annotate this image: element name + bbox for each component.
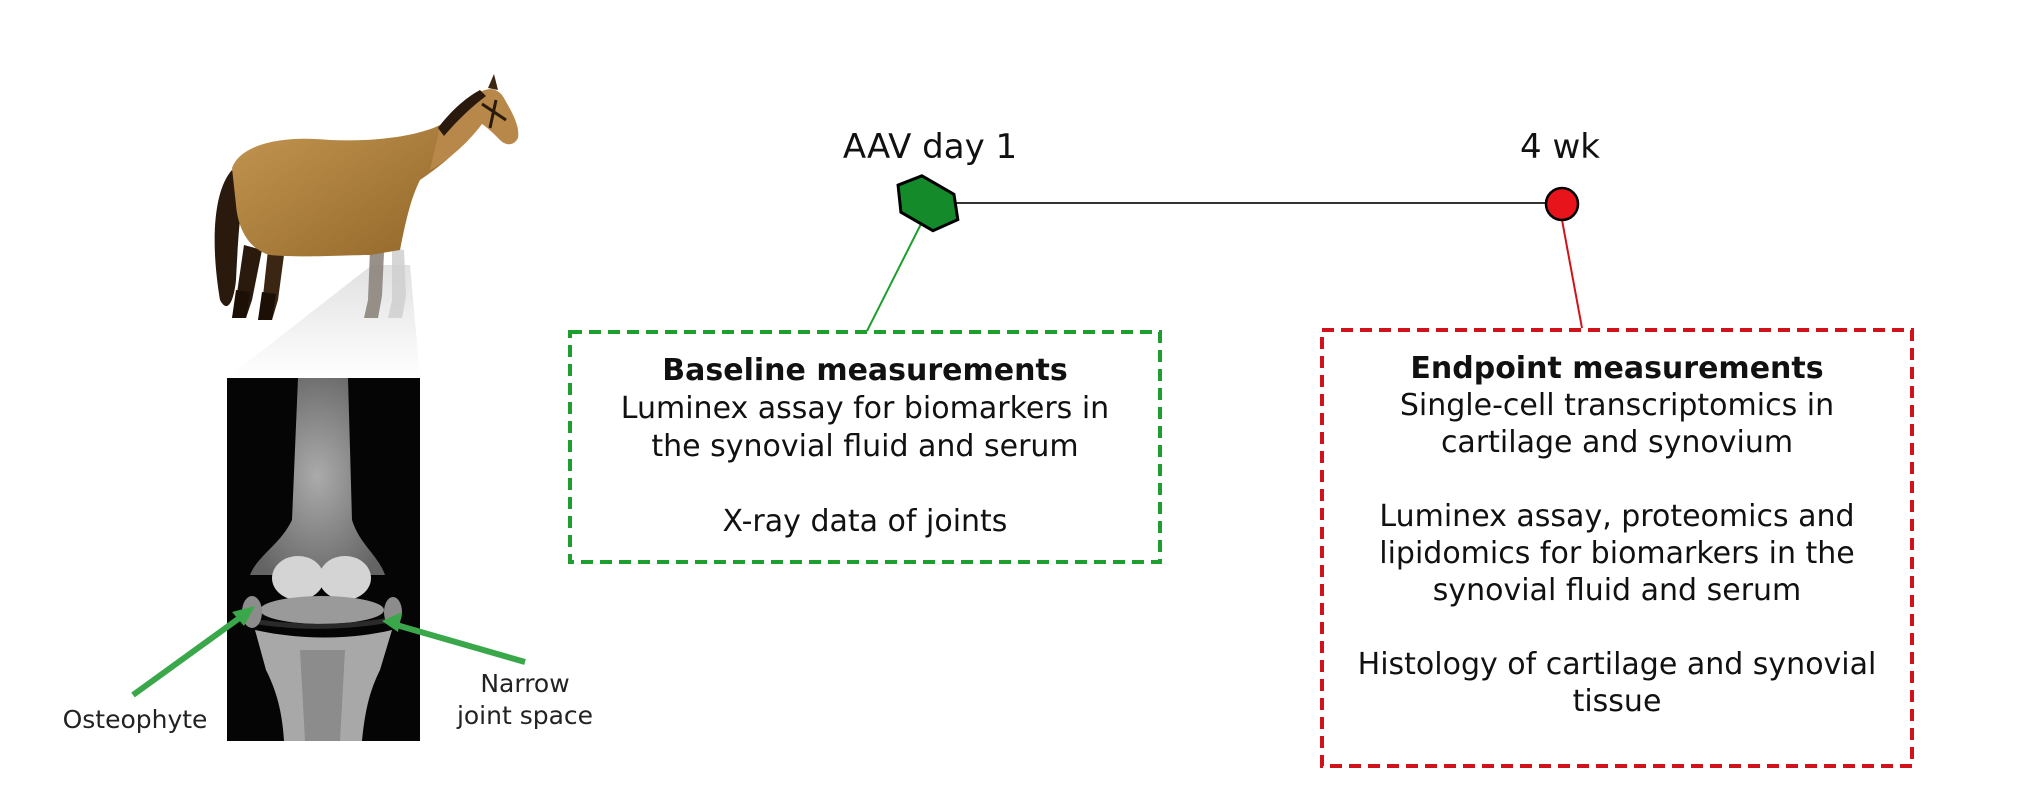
joint-space-arrow	[382, 612, 526, 665]
endpoint-box: Endpoint measurements Single-cell transc…	[1324, 332, 1910, 764]
endpoint-box-border	[1320, 328, 1914, 768]
endpoint-title: Endpoint measurements	[1410, 351, 1824, 386]
knee-xray-image	[227, 378, 420, 741]
end-circle-icon	[1544, 186, 1580, 222]
timeline-end-label: 4 wk	[1520, 127, 1600, 167]
baseline-box: Baseline measurements Luminex assay for …	[572, 334, 1158, 560]
osteophyte-arrow	[131, 606, 255, 698]
start-hexagon-icon	[896, 174, 960, 233]
endpoint-line: cartilage and synovium	[1440, 425, 1794, 460]
endpoint-line: lipidomics for biomarkers in the	[1379, 536, 1855, 571]
spacer	[1324, 461, 1910, 498]
baseline-box-border	[568, 330, 1162, 564]
baseline-connector	[866, 221, 923, 332]
narrow-joint-space-label: Narrow joint space	[440, 668, 610, 732]
baseline-line: X-ray data of joints	[722, 504, 1008, 539]
baseline-line: Luminex assay for biomarkers in	[620, 391, 1110, 426]
zoom-spotlight	[227, 265, 420, 378]
endpoint-line: Luminex assay, proteomics and	[1379, 499, 1855, 534]
narrow-label-line2: joint space	[456, 701, 594, 730]
endpoint-line: tissue	[1572, 684, 1662, 719]
spacer	[1324, 609, 1910, 646]
baseline-title: Baseline measurements	[662, 353, 1068, 388]
horse-icon	[214, 74, 519, 320]
narrow-label-line1: Narrow	[480, 669, 570, 698]
spacer	[572, 466, 1158, 503]
baseline-line: the synovial fluid and serum	[651, 429, 1079, 464]
endpoint-connector	[1561, 219, 1583, 329]
endpoint-line: synovial fluid and serum	[1432, 573, 1802, 608]
timeline-start-label: AAV day 1	[842, 127, 1018, 167]
endpoint-line: Histology of cartilage and synovial	[1357, 647, 1877, 682]
osteophyte-label: Osteophyte	[62, 705, 208, 734]
endpoint-line: Single-cell transcriptomics in	[1399, 388, 1835, 423]
